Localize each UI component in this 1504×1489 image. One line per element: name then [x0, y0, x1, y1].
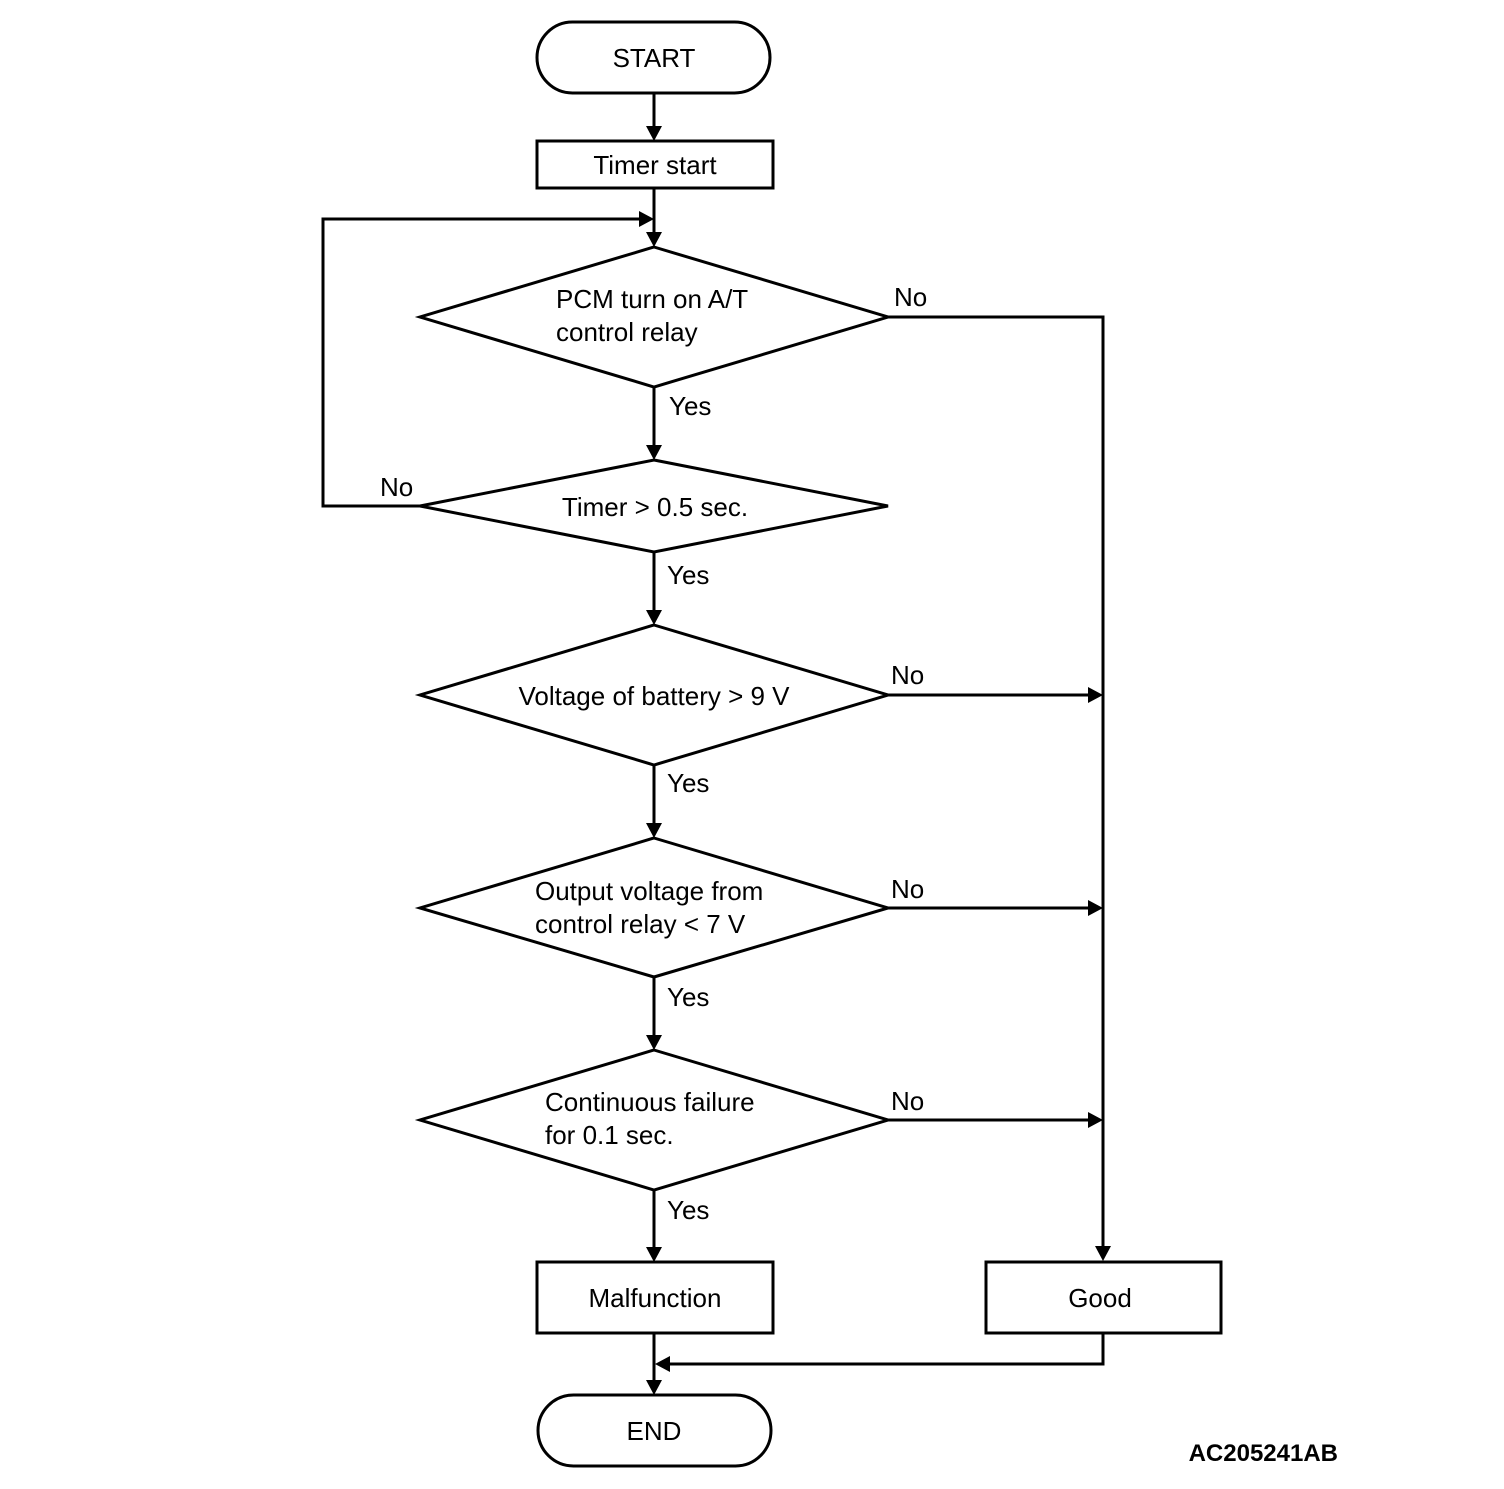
connector-timer-no-loop — [321, 217, 640, 508]
arrowhead — [1088, 1112, 1103, 1128]
connector-pcm-no-bus — [888, 315, 1105, 1247]
arrowhead — [1088, 687, 1103, 703]
start-node: START — [535, 20, 772, 95]
good-label: Good — [1068, 1283, 1132, 1313]
good-box — [984, 1260, 1223, 1335]
figure-code: AC205241AB — [1189, 1440, 1338, 1467]
continuous-failure-decision: Continuous failure for 0.1 sec. — [414, 1048, 894, 1192]
end-terminator-shape — [536, 1393, 773, 1468]
timer-start-label: Timer start — [593, 150, 717, 180]
timer-yes-label: Yes — [667, 560, 709, 590]
connector-good-to-end — [669, 1333, 1105, 1366]
output-yes-label: Yes — [667, 982, 709, 1012]
start-terminator-shape — [535, 20, 772, 95]
malfunction-label: Malfunction — [589, 1283, 722, 1313]
malfunction-box — [535, 1260, 775, 1335]
output-voltage-label-line-1: Output voltage from — [535, 876, 763, 906]
timer-start-box — [535, 139, 775, 190]
pcm-no-label: No — [894, 282, 927, 312]
pcm-relay-label-line-2: control relay — [556, 317, 698, 347]
timer-check-diamond — [419, 458, 889, 554]
arrowhead — [646, 1247, 662, 1262]
continuous-failure-label-line-1: Continuous failure — [545, 1087, 755, 1117]
battery-yes-label: Yes — [667, 768, 709, 798]
battery-voltage-label: Voltage of battery > 9 V — [518, 681, 790, 711]
arrowhead — [646, 823, 662, 838]
output-voltage-diamond — [414, 836, 894, 979]
battery-no-label: No — [891, 660, 924, 690]
arrowhead — [1088, 900, 1103, 916]
arrowhead — [646, 610, 662, 625]
pcm-yes-label: Yes — [669, 391, 711, 421]
timer-start-node: Timer start — [535, 139, 775, 190]
branch-labels: No Yes No Yes No Yes No Yes No Yes — [380, 282, 927, 1225]
arrowhead — [655, 1356, 670, 1372]
start-label: START — [613, 43, 696, 73]
battery-voltage-decision: Voltage of battery > 9 V — [414, 623, 894, 767]
timer-check-decision: Timer > 0.5 sec. — [419, 458, 889, 554]
timer-check-label: Timer > 0.5 sec. — [562, 492, 748, 522]
output-voltage-label-line-2: control relay < 7 V — [535, 909, 746, 939]
malfunction-node: Malfunction — [535, 1260, 775, 1335]
continuous-failure-diamond — [414, 1048, 894, 1192]
continuous-no-label: No — [891, 1086, 924, 1116]
pcm-relay-decision: PCM turn on A/T control relay — [414, 245, 894, 389]
continuous-failure-label-line-2: for 0.1 sec. — [545, 1120, 674, 1150]
end-node: END — [536, 1393, 773, 1468]
arrowhead — [646, 1035, 662, 1050]
arrowhead — [646, 232, 662, 247]
output-no-label: No — [891, 874, 924, 904]
pcm-relay-label-line-1: PCM turn on A/T — [556, 284, 748, 314]
end-label: END — [627, 1416, 682, 1446]
output-voltage-decision: Output voltage from control relay < 7 V — [414, 836, 894, 979]
pcm-relay-diamond — [414, 245, 894, 389]
arrowhead — [639, 211, 654, 227]
continuous-yes-label: Yes — [667, 1195, 709, 1225]
arrowhead — [646, 126, 662, 141]
arrowhead — [646, 1380, 662, 1395]
good-node: Good — [984, 1260, 1223, 1335]
connectors — [321, 93, 1111, 1395]
battery-voltage-diamond — [414, 623, 894, 767]
arrowhead — [646, 445, 662, 460]
timer-no-label: No — [380, 472, 413, 502]
arrowhead — [1095, 1246, 1111, 1261]
